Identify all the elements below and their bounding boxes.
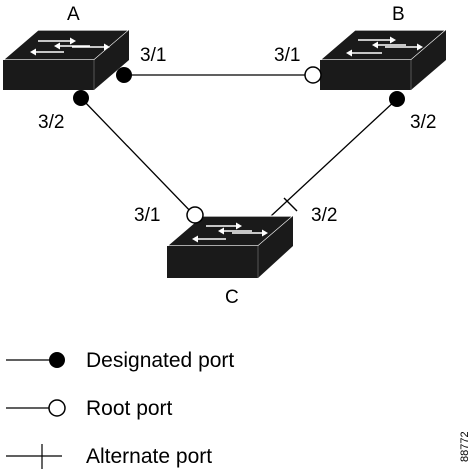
legend-root-label: Root port — [86, 397, 173, 420]
link-b-c — [270, 98, 398, 217]
switch-b-front — [320, 60, 411, 90]
switch-b-arrows-icon — [346, 36, 423, 57]
switch-c[interactable] — [165, 215, 295, 278]
legend-alternate: Alternate port — [6, 444, 212, 469]
port-a-3-1-label: 3/1 — [140, 45, 166, 66]
links — [81, 74, 398, 217]
switch-b-side — [411, 30, 446, 90]
figure-id: 88772 — [459, 431, 471, 462]
switch-a-front — [3, 60, 94, 90]
port-b-3-1-label: 3/1 — [274, 45, 300, 66]
switch-a-arrows-icon — [30, 37, 110, 56]
port-c-3-2-alternate-marker[interactable] — [283, 197, 298, 212]
root-port-icon — [48, 399, 66, 417]
legend: Designated port Root port Alternate port — [6, 349, 234, 469]
port-a-3-1-designated-marker[interactable] — [116, 67, 132, 83]
legend-designated-label: Designated port — [86, 349, 234, 372]
switch-b-label: B — [392, 4, 405, 25]
switch-a[interactable] — [1, 29, 131, 90]
legend-alternate-label: Alternate port — [86, 445, 212, 468]
switch-a-label: A — [67, 4, 80, 25]
port-a-3-2-designated-marker[interactable] — [73, 90, 89, 106]
legend-designated: Designated port — [6, 349, 234, 372]
legend-root: Root port — [6, 397, 173, 420]
switch-a-side — [94, 30, 129, 90]
switch-c-arrows-icon — [192, 222, 268, 243]
link-a-c — [81, 98, 196, 217]
port-b-3-2-designated-marker[interactable] — [389, 91, 405, 107]
designated-port-icon — [49, 352, 65, 368]
port-a-3-2-label: 3/2 — [38, 112, 64, 133]
port-c-3-2-label: 3/2 — [311, 205, 337, 226]
port-b-3-1-root-marker[interactable] — [304, 66, 322, 84]
port-b-3-2-label: 3/2 — [410, 112, 436, 133]
port-c-3-1-label: 3/1 — [134, 205, 160, 226]
switch-c-front — [167, 246, 258, 278]
switch-b[interactable] — [318, 29, 448, 90]
port-c-3-1-root-marker[interactable] — [186, 206, 204, 224]
switch-c-side — [258, 216, 293, 278]
switch-c-label: C — [225, 287, 239, 308]
